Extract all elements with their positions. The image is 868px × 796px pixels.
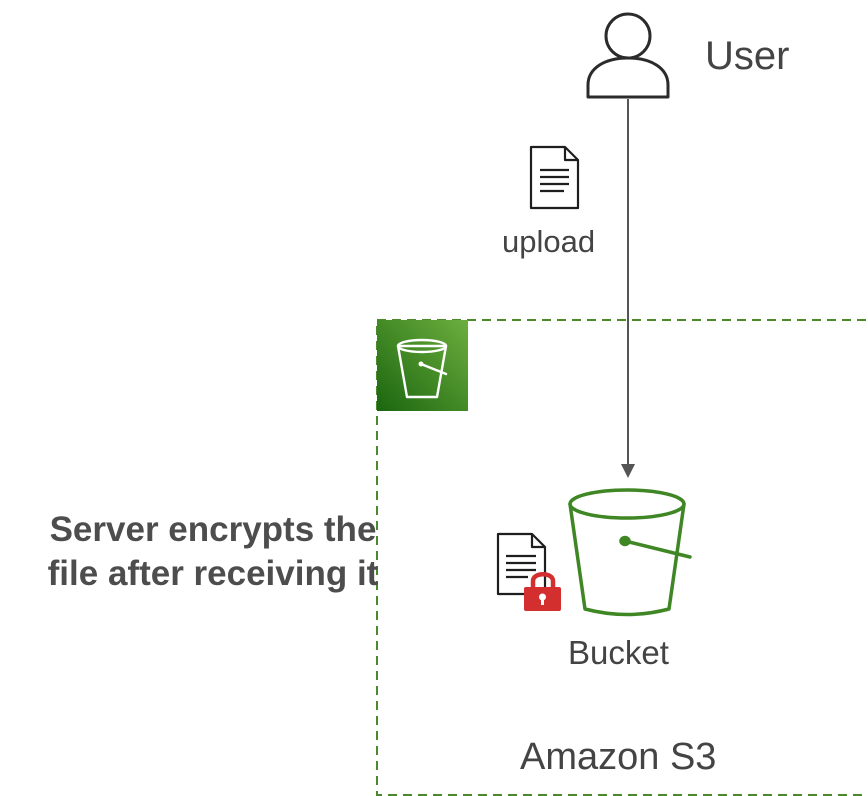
bucket-label: Bucket [568, 634, 669, 671]
encryption-caption: Server encrypts the file after receiving… [8, 508, 418, 597]
caption-line-1: Server encrypts the [49, 510, 377, 549]
s3-service-icon [377, 320, 468, 411]
user-label: User [705, 34, 790, 78]
bucket-icon [568, 488, 692, 617]
document-icon [529, 145, 580, 210]
padlock-icon [524, 572, 561, 611]
upload-arrow [621, 99, 635, 478]
upload-label: upload [502, 224, 596, 259]
amazon-s3-label: Amazon S3 [520, 736, 717, 778]
s3-group-boundary [376, 319, 868, 796]
caption-line-2: file after receiving it [47, 554, 379, 594]
user-icon [586, 12, 670, 99]
encrypted-document-icon [496, 532, 561, 611]
